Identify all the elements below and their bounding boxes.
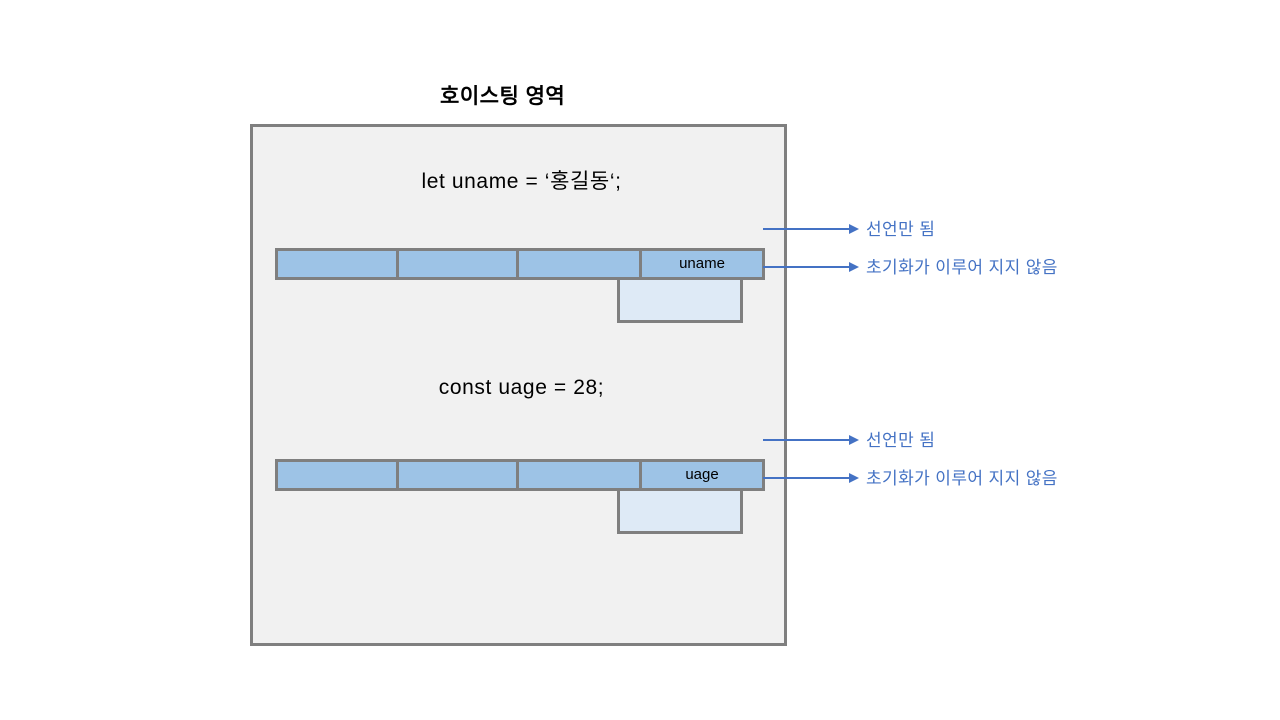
- callout-label: 초기화가 이루어 지지 않음: [866, 469, 1058, 488]
- arrow-line-icon: [763, 266, 851, 268]
- code-line: const uage = 28;: [438, 376, 605, 399]
- code-line: let uname = ‘홍길동‘;: [421, 170, 622, 193]
- memory-slot-cell-named: uage: [639, 459, 765, 491]
- hoisting-scope-box: let uname = ‘홍길동‘; uname const uage = 28…: [250, 124, 787, 646]
- arrow-head-icon: [849, 435, 859, 445]
- arrow-line-icon: [763, 228, 851, 230]
- value-slot-cell: [617, 277, 743, 323]
- arrow-head-icon: [849, 224, 859, 234]
- memory-slot-cell: [275, 248, 399, 280]
- callout-label: 초기화가 이루어 지지 않음: [866, 258, 1058, 277]
- memory-slot-cell: [275, 459, 399, 491]
- memory-slot-cell: [516, 248, 642, 280]
- memory-slot-cell: [396, 248, 519, 280]
- memory-slot-row: uname: [275, 248, 765, 280]
- arrow-head-icon: [849, 473, 859, 483]
- arrow-line-icon: [763, 477, 851, 479]
- callout-label: 선언만 됨: [866, 220, 936, 239]
- memory-slot-cell: [396, 459, 519, 491]
- value-slot-cell: [617, 488, 743, 534]
- arrow-line-icon: [763, 439, 851, 441]
- memory-slot-row: uage: [275, 459, 765, 491]
- memory-slot-cell-named: uname: [639, 248, 765, 280]
- memory-slot-cell: [516, 459, 642, 491]
- page-title: 호이스팅 영역: [440, 85, 566, 108]
- arrow-head-icon: [849, 262, 859, 272]
- callout-label: 선언만 됨: [866, 431, 936, 450]
